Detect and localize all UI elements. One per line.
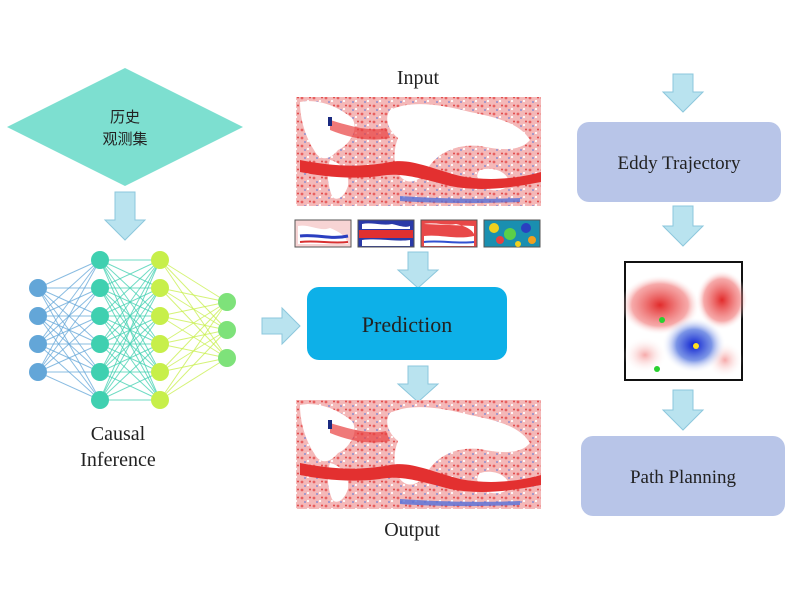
- network-node: [91, 251, 109, 269]
- prediction-label: Prediction: [362, 312, 452, 337]
- neural-network: [29, 251, 236, 409]
- network-node: [151, 307, 169, 325]
- network-node: [29, 279, 47, 297]
- network-edge: [159, 357, 228, 401]
- path-planning-label: Path Planning: [630, 467, 737, 488]
- network-edge: [159, 301, 228, 345]
- causal-label-line1: Causal: [91, 423, 146, 445]
- network-node: [151, 251, 169, 269]
- network-edge: [99, 371, 161, 401]
- network-edge: [99, 259, 161, 317]
- network-node: [151, 363, 169, 381]
- network-edge: [37, 259, 101, 289]
- network-node: [91, 307, 109, 325]
- arrow-input-to-prediction: [396, 251, 440, 289]
- eddy-point-green-1: [659, 317, 665, 323]
- network-node: [29, 363, 47, 381]
- network-edge: [159, 301, 228, 401]
- output-label: Output: [384, 519, 440, 541]
- diamond-line2: 观测集: [102, 130, 147, 148]
- causal-label-line2: Inference: [80, 449, 156, 471]
- network-edge: [37, 259, 101, 345]
- arrow-eddy-to-map: [661, 205, 705, 247]
- output-ocean-map: [296, 400, 541, 509]
- network-edge: [37, 287, 101, 373]
- network-edge: [99, 259, 161, 401]
- network-edge: [159, 287, 228, 303]
- network-edge: [159, 301, 228, 373]
- prediction-box: Prediction: [307, 287, 507, 360]
- network-node: [91, 279, 109, 297]
- path-planning-box: Path Planning: [581, 436, 785, 516]
- eddy-trajectory-box: Eddy Trajectory: [577, 122, 781, 202]
- arrow-map-to-path: [661, 389, 705, 431]
- eddy-trajectory-label: Eddy Trajectory: [618, 153, 741, 174]
- network-edge: [99, 259, 161, 373]
- thumbnail-1: [294, 219, 352, 248]
- network-edge: [99, 259, 161, 289]
- arrow-diamond-to-network: [103, 191, 147, 241]
- thumbnail-3: [420, 219, 478, 248]
- network-node: [91, 391, 109, 409]
- arrow-into-eddy: [661, 73, 705, 113]
- network-edge: [99, 343, 161, 401]
- network-edge: [159, 259, 228, 303]
- network-node: [29, 307, 47, 325]
- network-node: [151, 391, 169, 409]
- network-edge: [37, 343, 101, 373]
- network-node: [91, 363, 109, 381]
- network-edge: [99, 259, 161, 345]
- diamond-shape: [7, 68, 243, 186]
- arrow-prediction-to-output: [396, 365, 440, 403]
- network-edge: [159, 301, 228, 317]
- eddy-map: [620, 261, 748, 381]
- eddy-point-green-2: [654, 366, 660, 372]
- network-edge: [159, 329, 228, 401]
- network-node: [218, 349, 236, 367]
- input-thumbnails: [294, 219, 541, 248]
- network-edge: [37, 371, 101, 401]
- network-edge: [37, 315, 101, 373]
- network-node: [91, 335, 109, 353]
- network-edge: [37, 259, 101, 317]
- network-edge: [99, 315, 161, 401]
- network-node: [151, 279, 169, 297]
- diamond-line1: 历史: [110, 108, 140, 126]
- eddy-point-yellow: [693, 343, 699, 349]
- historical-dataset-diamond: 历史 观测集: [7, 68, 243, 186]
- input-label: Input: [397, 67, 440, 89]
- thumbnail-4: [483, 219, 541, 248]
- network-node: [151, 335, 169, 353]
- network-node: [218, 293, 236, 311]
- network-edge: [37, 259, 101, 373]
- network-node: [218, 321, 236, 339]
- arrow-network-to-prediction: [261, 306, 301, 346]
- thumbnail-2: [357, 219, 415, 248]
- network-edge: [99, 287, 161, 401]
- input-ocean-map: [296, 97, 541, 206]
- network-node: [29, 335, 47, 353]
